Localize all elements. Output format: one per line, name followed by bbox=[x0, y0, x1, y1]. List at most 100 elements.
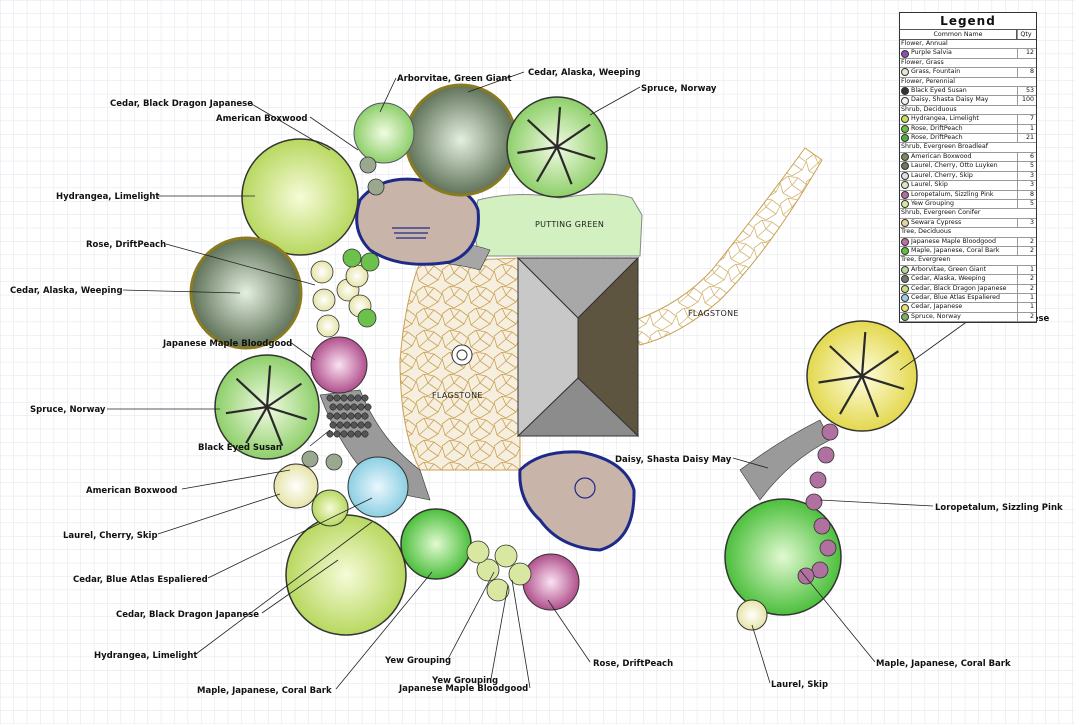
legend-item-qty: 2 bbox=[1017, 312, 1036, 322]
plant-swatch-icon bbox=[901, 275, 909, 284]
boxwood bbox=[301, 450, 319, 468]
black-eyed-susan bbox=[350, 421, 358, 429]
plant-callout-label: Maple, Japanese, Coral Bark bbox=[876, 659, 1011, 669]
legend-group: Shrub, Deciduous bbox=[900, 106, 1036, 116]
legend-title: Legend bbox=[900, 13, 1036, 30]
hydrangea-shrub bbox=[285, 514, 407, 636]
callout-leader-line bbox=[195, 521, 373, 655]
black-eyed-susan bbox=[340, 412, 348, 420]
yew-shrub bbox=[494, 544, 518, 568]
plant-callout-label: Laurel, Skip bbox=[771, 680, 828, 690]
plant-swatch-icon bbox=[901, 134, 909, 143]
maple-coral-bark-tree bbox=[400, 508, 472, 580]
black-eyed-susan bbox=[343, 403, 351, 411]
legend-item-name: Cedar, Blue Atlas Espaliered bbox=[911, 293, 1001, 301]
callout-leader-line bbox=[157, 493, 281, 535]
plant-swatch-icon bbox=[901, 171, 909, 180]
legend-item-qty: 1 bbox=[1017, 293, 1036, 303]
callout-leader-line bbox=[249, 102, 331, 151]
hydrangea-shrub bbox=[241, 138, 359, 256]
legend-item-name: Sewara Cypress bbox=[911, 218, 962, 226]
callout-leader-line bbox=[309, 116, 359, 151]
plant-swatch-icon bbox=[901, 115, 909, 124]
loropetalum-shrub bbox=[819, 539, 837, 557]
black-eyed-susan bbox=[354, 412, 362, 420]
black-eyed-susan bbox=[364, 421, 372, 429]
legend-item-name: Rose, DriftPeach bbox=[911, 134, 963, 142]
black-eyed-susan bbox=[329, 403, 337, 411]
plant-callout-label: Rose, DriftPeach bbox=[86, 240, 166, 250]
house-roof bbox=[516, 256, 640, 438]
callout-leader-line bbox=[547, 599, 591, 663]
black-eyed-susan bbox=[350, 403, 358, 411]
legend-item-qty: 3 bbox=[1017, 171, 1036, 181]
plant-swatch-icon bbox=[901, 218, 909, 227]
plant-callout-label: American Boxwood bbox=[216, 114, 308, 124]
legend-item-qty: 7 bbox=[1017, 115, 1036, 124]
callout-leader-line bbox=[261, 559, 339, 614]
plant-swatch-icon bbox=[901, 162, 909, 171]
legend-group: Tree, Deciduous bbox=[900, 228, 1036, 238]
black-eyed-susan bbox=[357, 403, 365, 411]
boxwood bbox=[311, 489, 349, 527]
plant-swatch-icon bbox=[901, 124, 909, 133]
legend-item-qty: 1 bbox=[1017, 303, 1036, 312]
black-eyed-susan bbox=[336, 403, 344, 411]
rose-driftpeach bbox=[316, 314, 340, 338]
black-eyed-susan bbox=[333, 394, 341, 402]
legend-item-qty: 3 bbox=[1017, 218, 1036, 228]
yew-shrub bbox=[486, 578, 510, 602]
plant-callout-label: Cedar, Alaska, Weeping bbox=[10, 286, 123, 296]
plant-symbols bbox=[189, 83, 918, 636]
plant-callout-label: Laurel, Cherry, Skip bbox=[63, 531, 158, 541]
arborvitae-tree bbox=[353, 102, 415, 164]
black-eyed-susan bbox=[354, 394, 362, 402]
legend-item-name: Laurel, Cherry, Otto Luyken bbox=[911, 162, 998, 170]
black-eyed-susan bbox=[326, 394, 334, 402]
plant-callout-label: Cedar, Blue Atlas Espaliered bbox=[73, 575, 208, 585]
callout-leader-line bbox=[122, 289, 241, 294]
callout-leader-line bbox=[751, 624, 771, 684]
legend-col-name: Common Name bbox=[900, 30, 1017, 39]
callout-leader-line bbox=[289, 341, 316, 361]
plant-callout-label: Loropetalum, Sizzling Pink bbox=[935, 503, 1063, 513]
legend-item-qty: 1 bbox=[1017, 265, 1036, 275]
callout-leader-line bbox=[589, 86, 641, 116]
boxwood bbox=[325, 453, 343, 471]
legend-item-name: Loropetalum, Sizzling Pink bbox=[911, 190, 994, 198]
black-eyed-susan bbox=[336, 421, 344, 429]
plant-callout-label: Daisy, Shasta Daisy May bbox=[615, 455, 732, 465]
boxwood bbox=[359, 156, 377, 174]
rose-driftpeach bbox=[360, 252, 380, 272]
plant-callout-label: Yew Grouping bbox=[384, 656, 451, 666]
plant-callout-label: Japanese Maple Bloodgood bbox=[398, 684, 528, 694]
legend-item-qty: 8 bbox=[1017, 68, 1036, 77]
flagstone-path-label: FLAGSTONE bbox=[688, 309, 739, 318]
plant-callout-label: Spruce, Norway bbox=[641, 84, 717, 94]
plant-callout-label: Maple, Japanese, Coral Bark bbox=[197, 686, 332, 696]
legend-item-name: Spruce, Norway bbox=[911, 312, 961, 320]
legend-row: Hydrangea, Limelight 7 bbox=[900, 115, 1036, 125]
legend-item-name: Hydrangea, Limelight bbox=[911, 115, 979, 123]
plant-swatch-icon bbox=[901, 284, 909, 293]
tree-branches-icon bbox=[818, 332, 905, 418]
callout-leader-line bbox=[207, 497, 373, 579]
legend-item-name: Laurel, Cherry, Skip bbox=[911, 171, 973, 179]
callout-leader-line bbox=[467, 71, 525, 93]
legend-item-qty: 5 bbox=[1017, 199, 1036, 209]
legend-item-name: Black Eyed Susan bbox=[911, 87, 967, 95]
rose-driftpeach bbox=[312, 288, 336, 312]
black-eyed-susan bbox=[361, 394, 369, 402]
legend-item-name: Maple, Japanese, Coral Bark bbox=[911, 246, 1000, 254]
legend-item-qty: 100 bbox=[1017, 96, 1036, 105]
legend-group: Flower, Annual bbox=[900, 40, 1036, 50]
